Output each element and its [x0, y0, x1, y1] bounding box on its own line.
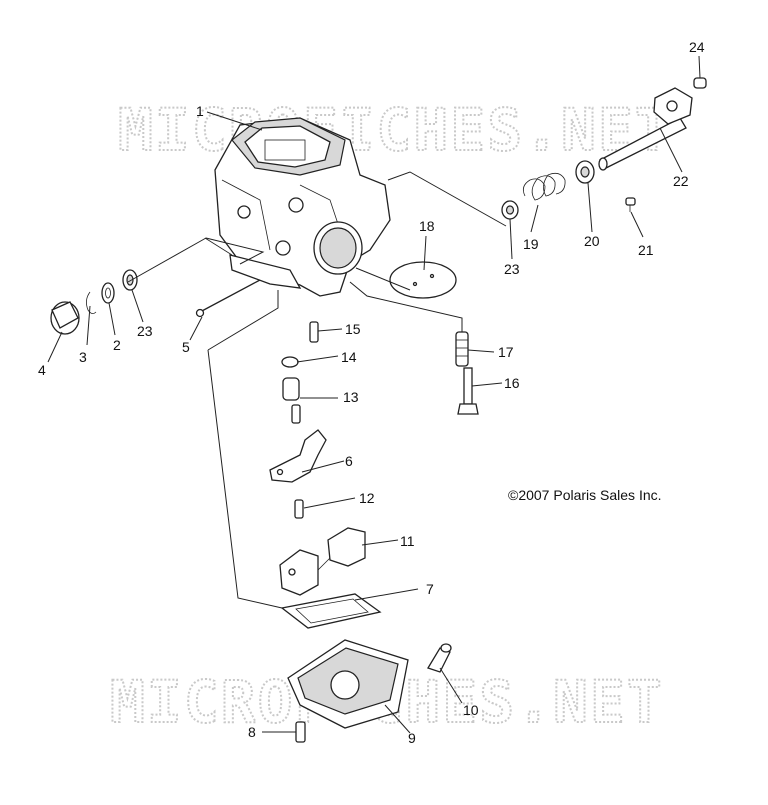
callout-20: 20 — [584, 233, 600, 249]
part-6-bracket — [269, 429, 327, 483]
callout-19: 19 — [523, 236, 539, 252]
callout-labels: 1 2 3 4 5 6 7 8 9 10 11 12 13 14 15 16 1… — [38, 39, 705, 746]
part-5-screw — [195, 279, 261, 318]
part-19-spring — [522, 172, 566, 201]
callout-2: 2 — [113, 337, 121, 353]
callout-11: 11 — [400, 533, 415, 549]
callout-23-left: 23 — [137, 323, 153, 339]
callout-1: 1 — [196, 103, 204, 119]
part-14-o-ring — [281, 356, 299, 368]
part-9-float-bowl — [287, 639, 409, 729]
copyright-notice: ©2007 Polaris Sales Inc. — [508, 487, 662, 503]
callout-24: 24 — [689, 39, 705, 55]
callout-14: 14 — [341, 349, 357, 365]
part-24-cap — [693, 77, 707, 89]
callout-6: 6 — [345, 453, 353, 469]
leader-lines — [47, 55, 701, 734]
callout-12: 12 — [359, 490, 375, 506]
part-17-spring — [455, 331, 469, 367]
part-13-float-valve — [282, 377, 301, 424]
callout-16: 16 — [504, 375, 520, 391]
part-11-float — [279, 527, 366, 596]
callout-15: 15 — [345, 321, 361, 337]
part-2-washer — [101, 282, 115, 304]
part-23-seal-left — [122, 269, 138, 291]
watermark-top: MICROFICHES.NET — [118, 96, 672, 164]
part-20-bushing — [575, 160, 595, 184]
callout-7: 7 — [426, 581, 434, 597]
assembly-lines — [127, 171, 507, 609]
callout-23-right: 23 — [504, 261, 520, 277]
part-3-clip — [86, 291, 97, 314]
part-21-screw — [625, 197, 636, 212]
callout-10: 10 — [463, 702, 479, 718]
part-23-seal-right — [501, 200, 519, 220]
callout-4: 4 — [38, 362, 46, 378]
carburetor-body — [204, 117, 391, 297]
callout-18: 18 — [419, 218, 435, 234]
part-16-screw — [457, 367, 479, 415]
callout-13: 13 — [343, 389, 359, 405]
callout-3: 3 — [79, 349, 87, 365]
part-7-gasket — [280, 593, 382, 629]
part-10-drain-screw — [427, 643, 452, 673]
part-22-shaft — [598, 87, 693, 171]
part-15-jet — [309, 321, 319, 343]
part-8-screw — [295, 721, 306, 743]
callout-9: 9 — [408, 730, 416, 746]
callout-8: 8 — [248, 724, 256, 740]
callout-17: 17 — [498, 344, 514, 360]
part-12-screw — [294, 499, 304, 519]
part-18-throttle-plate — [389, 261, 457, 299]
part-4-cap — [50, 301, 80, 335]
callout-5: 5 — [182, 339, 190, 355]
callout-21: 21 — [638, 242, 654, 258]
callout-22: 22 — [673, 173, 689, 189]
